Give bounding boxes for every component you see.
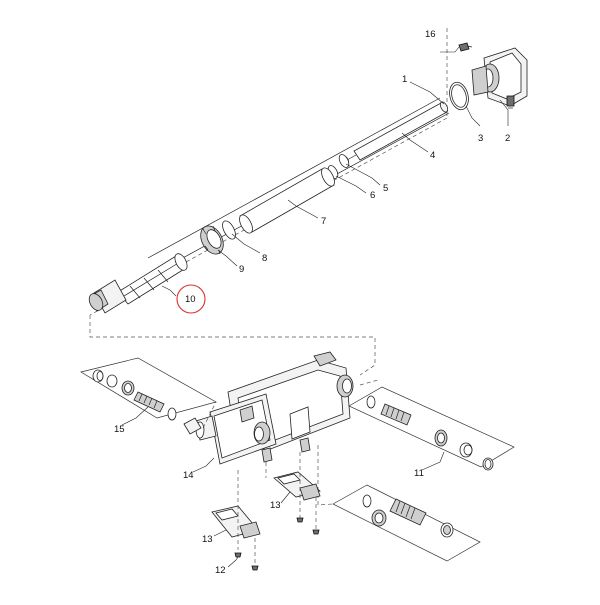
part-2-end-cap [471,47,528,109]
part-8-o-ring [222,220,236,240]
callout-6: 6 [370,190,375,201]
callout-10-leader [161,285,177,297]
part-9-threaded-nut [200,225,224,255]
callout-13-upper: 13 [270,500,281,511]
callout-8: 8 [262,253,267,264]
leader-lines [121,46,509,568]
callout-13-lower: 13 [202,534,213,545]
callout-labels: 16 1 2 3 4 5 6 7 8 9 10 11 15 14 13 13 1… [114,29,510,576]
callout-16: 16 [425,29,436,40]
part-12-screws [234,517,320,571]
callout-14: 14 [183,470,194,481]
part-13-bracket-upper [273,471,321,501]
callout-7: 7 [321,216,326,227]
part-14-main-housing [195,351,354,465]
callout-15: 15 [114,424,125,435]
part-13-bracket-lower [211,505,261,539]
callout-10-highlight-circle [176,284,206,314]
panel-11-fittings-lower [332,484,481,562]
callout-12: 12 [215,565,226,576]
part-3-o-ring-large [449,81,469,111]
panel-15-fittings-left [80,357,217,435]
part-10-wiper-cage [88,253,188,314]
panel-11-fittings-right [348,386,515,471]
callout-2: 2 [505,133,510,144]
callout-1: 1 [402,74,407,85]
part-16-clip [458,42,473,52]
callout-10: 10 [185,294,196,305]
callout-11: 11 [414,468,424,479]
callout-5: 5 [383,183,388,194]
panel-links [202,379,379,506]
callout-9: 9 [239,264,244,275]
callout-3: 3 [478,133,483,144]
callout-4: 4 [430,150,435,161]
bracket-dash-lines [237,452,317,566]
part-7-sleeve-cylinder [239,167,335,234]
